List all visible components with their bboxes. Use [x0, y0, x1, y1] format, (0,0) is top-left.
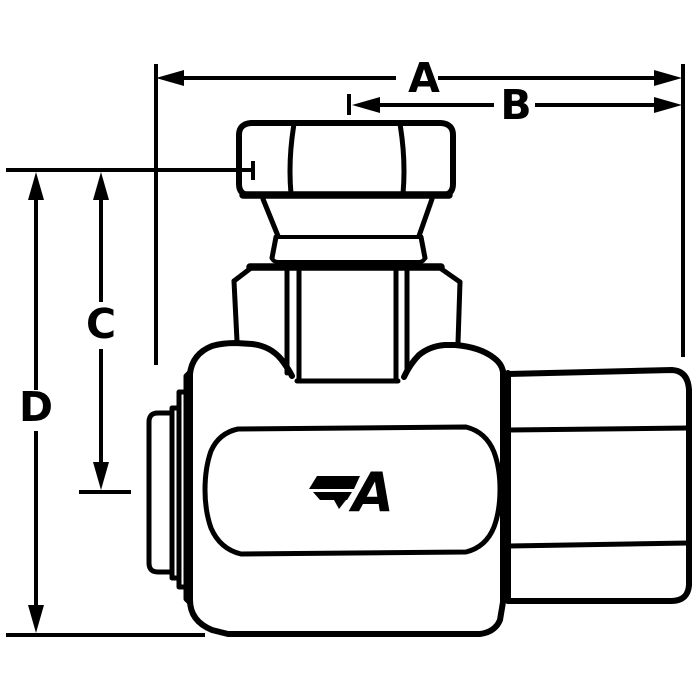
cap-step-2: [176, 389, 189, 590]
body-top-right-shoulder: [401, 342, 506, 380]
gland-top-right-chamfer: [437, 265, 463, 285]
dim-c-label: C: [86, 300, 116, 348]
swivel-nut-left-facet-line: [287, 121, 297, 197]
dimension-c: C: [86, 172, 116, 490]
outlet-top-edge: [505, 367, 692, 393]
swivel-nut-outline: [236, 120, 456, 198]
swivel-nut-right-facet-line: [397, 121, 407, 197]
taper-right-edge: [416, 196, 435, 239]
brand-logo: A: [309, 461, 394, 524]
dim-d-arrowhead-up-icon: [28, 172, 44, 200]
logo-flag-bar-icon: [309, 476, 360, 489]
body-top-left-shoulder: [187, 340, 295, 379]
body-label-plate: [202, 424, 503, 557]
cap-outer-shell: [146, 410, 175, 575]
valve-body: A: [187, 340, 506, 637]
dimension-a: A: [156, 54, 682, 102]
outlet-hex-port: [505, 367, 692, 604]
dim-a-arrowhead-right-icon: [654, 70, 682, 86]
nut-taper: [260, 196, 435, 239]
ferrule-band: [269, 234, 428, 264]
dim-b-arrowhead-right-icon: [654, 97, 682, 113]
swivel-hex-nut: [236, 120, 456, 199]
cap-step-1: [183, 369, 193, 606]
dim-d-label: D: [19, 383, 53, 431]
outlet-upper-facet-line: [506, 425, 691, 433]
gland-hex-nut: [231, 263, 463, 384]
gland-top-left-chamfer: [231, 265, 254, 284]
body-outline: [187, 368, 506, 637]
taper-left-edge: [260, 196, 281, 239]
logo-tail-icon: [334, 500, 346, 509]
dim-b-arrowhead-left-icon: [352, 97, 380, 113]
dim-b-label: B: [500, 81, 531, 129]
extension-lines: [6, 64, 685, 637]
logo-underline-bar-icon: [313, 492, 352, 500]
outlet-bottom-edge: [505, 582, 692, 604]
dim-d-arrowhead-down-icon: [28, 605, 44, 633]
dim-c-arrowhead-up-icon: [93, 172, 109, 200]
ferrule-bottom-line: [270, 256, 427, 264]
dimension-d: D: [19, 172, 53, 633]
cap-step-3: [169, 405, 182, 581]
dim-a-label: A: [408, 54, 440, 102]
gland-left-edge: [231, 278, 240, 344]
ferrule-left-edge: [269, 234, 279, 261]
dim-c-arrowhead-down-icon: [93, 462, 109, 490]
dim-a-arrowhead-left-icon: [156, 70, 184, 86]
ferrule-right-edge: [418, 234, 428, 261]
inlet-step-cap: [146, 369, 193, 606]
dimension-b: B: [347, 81, 682, 129]
gland-right-edge: [455, 279, 463, 346]
outlet-lower-facet-line: [506, 540, 691, 549]
logo-letter: A: [348, 461, 394, 524]
